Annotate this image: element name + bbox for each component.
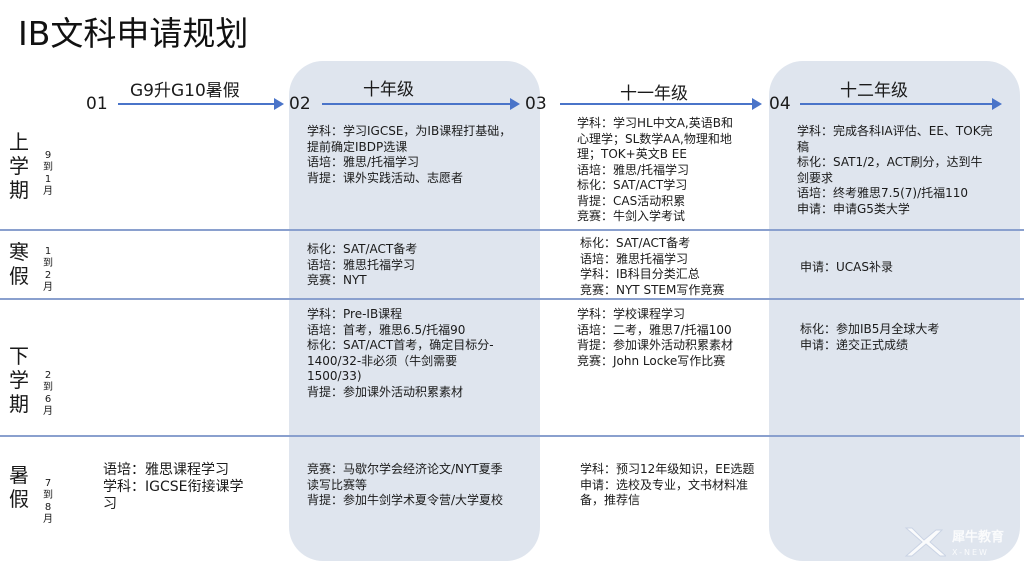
cell-line: 读写比赛等 [307, 477, 368, 492]
arrow-4 [800, 98, 1002, 110]
cell-lower-g10: 学科：Pre-IB课程 语培：首考，雅思6.5/托福90 标化：SAT/ACT首… [307, 307, 539, 400]
cell-line: 学科：IB科目分类汇总 [580, 267, 700, 281]
cell-line: 学科：完成各科IA评估、EE、TOK完 [797, 124, 993, 138]
cell-lower-g12: 标化：参加IB5月全球大考 申请：递交正式成绩 [800, 322, 1010, 353]
logo-mark-icon [904, 527, 948, 557]
months-upper: 9到1月 [43, 150, 53, 197]
cell-line: 语培：雅思托福学习 [307, 257, 416, 272]
cell-line: 标化：SAT/ACT备考 [307, 242, 418, 256]
cell-summer-g10: 竞赛：马歇尔学会经济论文/NYT夏季 读写比赛等 背提：参加牛剑学术夏令营/大学… [307, 462, 539, 509]
cell-line: 标化：SAT/ACT备考 [580, 236, 691, 250]
cell-line: 1400/32-非必须（牛剑需要 [307, 353, 458, 368]
stage-label-3: 十一年级 [620, 84, 688, 104]
cell-upper-g10: 学科：学习IGCSE，为IB课程打基础， 提前确定IBDP选课 语培：雅思/托福… [307, 124, 539, 186]
arrow-3 [560, 98, 762, 110]
cell-line: 竞赛：NYT STEM写作竞赛 [580, 282, 725, 297]
term-lower: 下学期 [9, 344, 29, 416]
cell-line: 剑要求 [797, 170, 834, 185]
term-upper: 上学期 [9, 130, 29, 202]
divider-lower-summer [0, 435, 1024, 437]
cell-line: 语培：终考雅思7.5(7)/托福110 [797, 186, 969, 200]
cell-line: 语培：二考，雅思7/托福100 [577, 322, 732, 337]
cell-summer-g9: 语培：雅思课程学习 学科：IGCSE衔接课学 习 [103, 462, 283, 513]
cell-line: 竞赛：马歇尔学会经济论文/NYT夏季 [307, 462, 503, 476]
grade12-panel [769, 61, 1020, 561]
cell-line: 理；TOK+英文B EE [577, 147, 687, 161]
cell-line: 学科：学校课程学习 [577, 307, 686, 321]
cell-line: 学科：IGCSE衔接课学 [103, 479, 244, 495]
cell-upper-g11: 学科：学习HL中文A,英语B和 心理学；SL数学AA,物理和地 理；TOK+英文… [577, 116, 767, 225]
cell-line: 备，推荐信 [580, 493, 641, 507]
logo-subtext: X-NEW [952, 548, 989, 557]
cell-line: 竞赛：牛剑入学考试 [577, 209, 686, 223]
term-winter: 寒假 [9, 240, 29, 288]
stage-label-2: 十年级 [363, 80, 414, 100]
stage-num-2: 02 [289, 94, 311, 114]
cell-line: 背提：参加牛剑学术夏令营/大学夏校 [307, 493, 504, 507]
cell-line: 背提：参加课外活动积累素材 [307, 384, 464, 399]
cell-line: 学科：学习IGCSE，为IB课程打基础， [307, 124, 512, 138]
cell-line: 语培：雅思课程学习 [103, 462, 229, 478]
cell-line: 语培：雅思/托福学习 [577, 162, 690, 177]
months-lower: 2到6月 [43, 370, 53, 417]
cell-line: 申请：选校及专业，文书材料准 [580, 477, 749, 492]
cell-line: 语培：首考，雅思6.5/托福90 [307, 322, 466, 337]
cell-summer-g11: 学科：预习12年级知识，EE选题 申请：选校及专业，文书材料准 备，推荐信 [580, 462, 770, 509]
cell-line: 申请：UCAS补录 [800, 260, 893, 274]
cell-line: 学科：学习HL中文A,英语B和 [577, 116, 733, 130]
cell-line: 标化：参加IB5月全球大考 [800, 322, 940, 336]
cell-line: 1500/33) [307, 369, 362, 383]
cell-lower-g11: 学科：学校课程学习 语培：二考，雅思7/托福100 背提：参加课外活动积累素材 … [577, 307, 767, 369]
divider-upper-winter [0, 229, 1024, 231]
cell-line: 竞赛：NYT [307, 273, 367, 287]
cell-winter-g11: 标化：SAT/ACT备考 语培：雅思托福学习 学科：IB科目分类汇总 竞赛：NY… [580, 236, 770, 298]
cell-line: 标化：SAT/ACT学习 [577, 178, 688, 192]
stage-num-3: 03 [525, 94, 547, 114]
stage-num-1: 01 [86, 94, 108, 114]
cell-line: 语培：雅思托福学习 [580, 251, 689, 266]
term-summer: 暑假 [9, 463, 29, 511]
logo-text: 犀牛教育 [952, 530, 1005, 545]
stage-num-4: 04 [769, 94, 791, 114]
cell-line: 背提：CAS活动积累 [577, 193, 686, 208]
stage-label-1: G9升G10暑假 [130, 81, 240, 101]
cell-winter-g10: 标化：SAT/ACT备考 语培：雅思托福学习 竞赛：NYT [307, 242, 539, 289]
cell-line: 竞赛：John Locke写作比赛 [577, 353, 726, 368]
cell-winter-g12: 申请：UCAS补录 [800, 260, 1010, 276]
page-title: IB文科申请规划 [18, 14, 249, 53]
divider-winter-lower [0, 298, 1024, 300]
cell-line: 标化：SAT1/2，ACT刷分，达到牛 [797, 155, 983, 169]
cell-line: 心理学；SL数学AA,物理和地 [577, 131, 732, 146]
cell-line: 申请：递交正式成绩 [800, 337, 909, 352]
cell-line: 标化：SAT/ACT首考，确定目标分- [307, 338, 494, 352]
cell-line: 习 [103, 496, 117, 512]
cell-line: 背提：参加课外活动积累素材 [577, 338, 734, 352]
cell-line: 学科：Pre-IB课程 [307, 307, 403, 321]
arrow-2 [322, 98, 520, 110]
cell-line: 背提：课外实践活动、志愿者 [307, 170, 464, 185]
stage-label-4: 十二年级 [840, 81, 908, 101]
cell-line: 语培：雅思/托福学习 [307, 155, 420, 169]
cell-line: 学科：预习12年级知识，EE选题 [580, 462, 755, 476]
cell-upper-g12: 学科：完成各科IA评估、EE、TOK完 稿 标化：SAT1/2，ACT刷分，达到… [797, 124, 1019, 217]
arrow-1 [118, 98, 284, 110]
months-summer: 7到8月 [43, 478, 53, 525]
grade10-panel [289, 61, 540, 561]
cell-line: 稿 [797, 139, 810, 154]
cell-line: 申请：申请G5类大学 [797, 201, 910, 216]
cell-line: 提前确定IBDP选课 [307, 139, 408, 154]
brand-logo: 犀牛教育 X-NEW [902, 524, 1022, 564]
months-winter: 1到2月 [43, 246, 53, 293]
